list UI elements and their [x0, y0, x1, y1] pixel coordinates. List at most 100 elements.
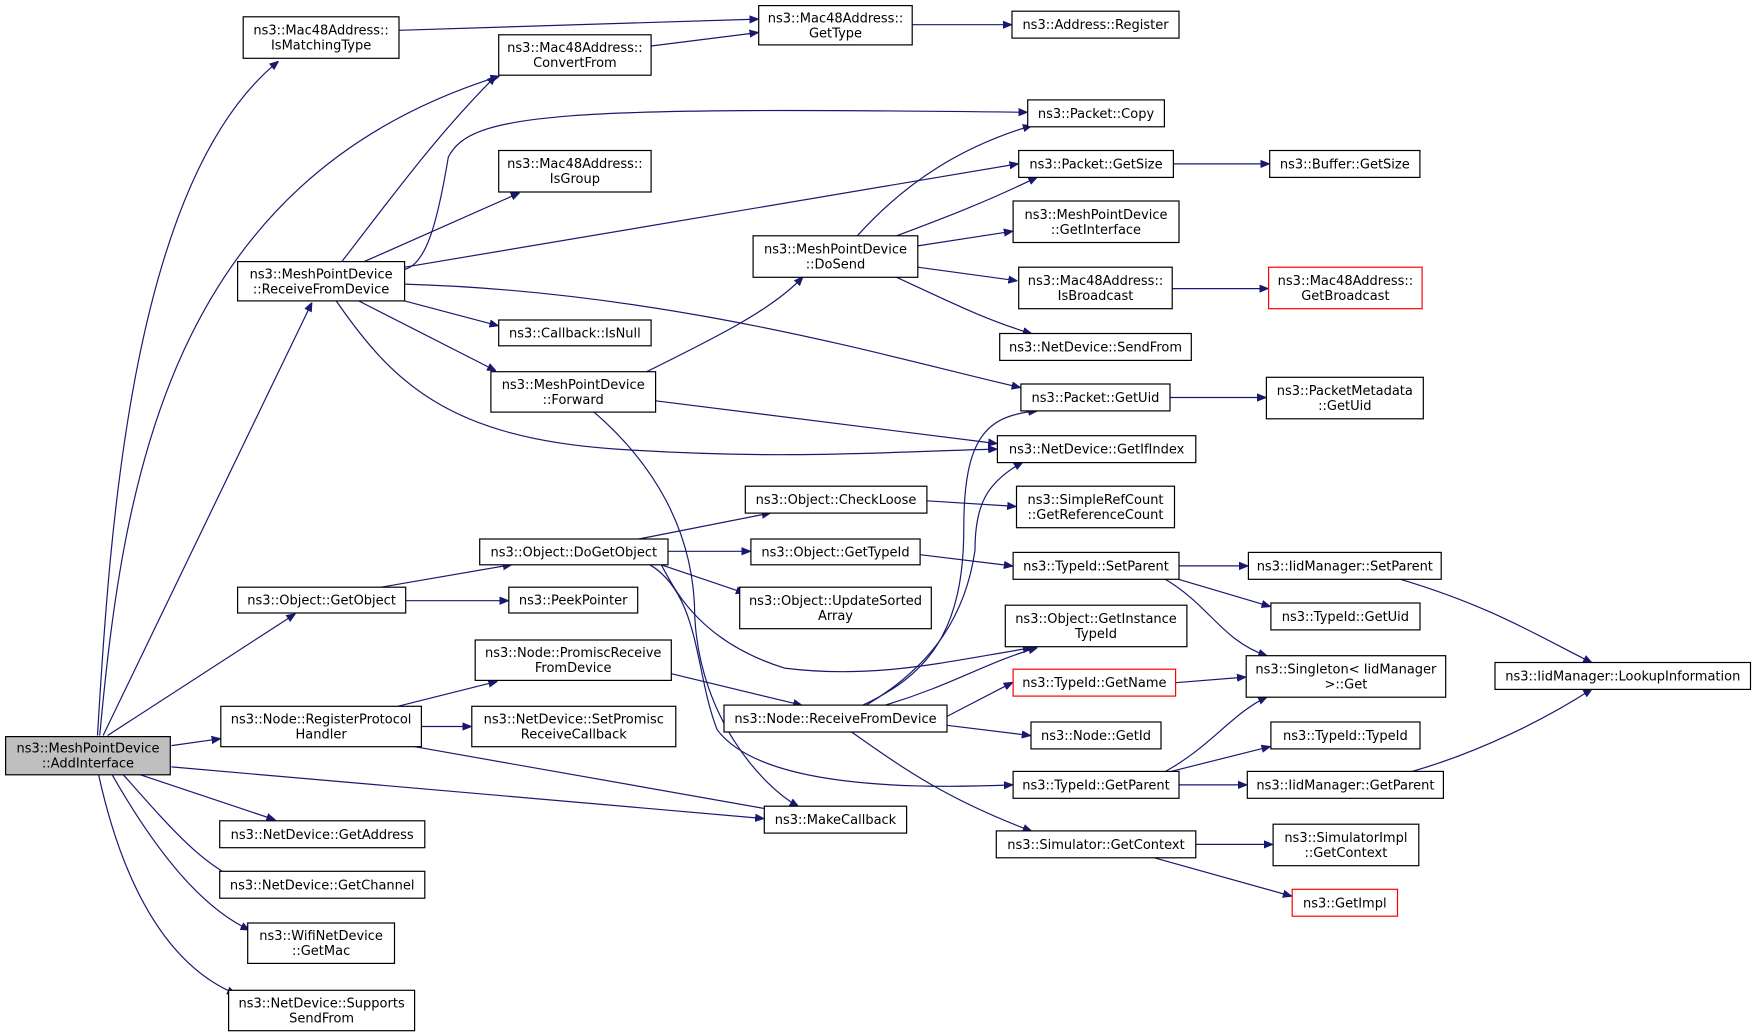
node-label: ns3::MeshPointDevice: [1024, 208, 1167, 223]
edge-nodeReceive-to-simGetContext: [851, 731, 1031, 831]
node-box: [1247, 551, 1442, 580]
node-box: [1012, 668, 1177, 697]
edge-registerProtocol-to-makeCallback: [414, 746, 796, 814]
node-receiveFromDevice[interactable]: ns3::MeshPointDevice::ReceiveFromDevice: [237, 261, 406, 302]
node-typeIdCtor[interactable]: ns3::TypeId::TypeId: [1270, 721, 1421, 750]
node-box: [758, 4, 913, 46]
node-label: Handler: [296, 728, 348, 743]
node-box: [1269, 149, 1421, 178]
edge-promiscReceive-to-nodeReceive: [671, 673, 801, 705]
node-makeCallback[interactable]: ns3::MakeCallback: [763, 805, 908, 834]
node-label: ns3::Mac48Address::: [768, 11, 903, 26]
node-bufferGetSize[interactable]: ns3::Buffer::GetSize: [1269, 149, 1421, 178]
node-getType[interactable]: ns3::Mac48Address::GetType: [758, 4, 913, 46]
node-nodeGetId[interactable]: ns3::Node::GetId: [1030, 721, 1162, 750]
node-root[interactable]: ns3::MeshPointDevice::AddInterface: [4, 735, 171, 776]
node-peekPointer[interactable]: ns3::PeekPointer: [508, 586, 639, 614]
node-simGetContext[interactable]: ns3::Simulator::GetContext: [995, 830, 1197, 859]
node-forward[interactable]: ns3::MeshPointDevice::Forward: [490, 371, 657, 413]
node-nodeReceive[interactable]: ns3::Node::ReceiveFromDevice: [723, 704, 948, 733]
node-getObject[interactable]: ns3::Object::GetObject: [237, 586, 407, 614]
node-box: [1012, 551, 1180, 580]
node-getImpl[interactable]: ns3::GetImpl: [1291, 888, 1399, 917]
edge-simGetContext-to-getImpl: [1154, 857, 1291, 896]
node-singletonGet[interactable]: ns3::Singleton< IidManager>::Get: [1245, 655, 1447, 698]
edge-doSend-to-packetGetSize: [896, 177, 1037, 237]
node-box: [1494, 661, 1752, 690]
edge-root-to-receiveFromDevice: [102, 303, 312, 736]
node-label: ns3::GetImpl: [1303, 896, 1387, 911]
node-getRefCount[interactable]: ns3::SimpleRefCount::GetReferenceCount: [1015, 485, 1176, 529]
node-typeIdGetUid[interactable]: ns3::TypeId::GetUid: [1270, 602, 1421, 631]
node-callbackIsNull[interactable]: ns3::Callback::IsNull: [498, 319, 652, 347]
node-simImplGetContext[interactable]: ns3::SimulatorImpl::GetContext: [1272, 823, 1420, 867]
node-isBroadcast[interactable]: ns3::Mac48Address::IsBroadcast: [1018, 266, 1173, 310]
node-getAddress[interactable]: ns3::NetDevice::GetAddress: [219, 820, 426, 849]
node-addrRegister[interactable]: ns3::Address::Register: [1011, 10, 1180, 39]
edge-nodeReceive-to-getInstanceTypeId: [885, 648, 1036, 706]
node-typeIdSetParent[interactable]: ns3::TypeId::SetParent: [1012, 551, 1180, 580]
node-label: ReceiveCallback: [521, 728, 628, 743]
edge-receiveFromDevice-to-isGroup: [363, 193, 519, 263]
node-checkLoose[interactable]: ns3::Object::CheckLoose: [744, 485, 928, 514]
node-packetGetUid[interactable]: ns3::Packet::GetUid: [1020, 383, 1171, 412]
node-box: [739, 586, 932, 630]
edge-doSend-to-isBroadcast: [917, 266, 1017, 281]
edge-typeIdGetName-to-singletonGet: [1175, 677, 1246, 684]
node-mpdGetInterface[interactable]: ns3::MeshPointDevice::GetInterface: [1012, 200, 1180, 244]
edge-typeIdSetParent-to-typeIdGetUid: [1178, 578, 1270, 606]
node-label: ns3::NetDevice::SendFrom: [1009, 341, 1182, 356]
node-label: ns3::SimulatorImpl: [1284, 831, 1407, 846]
node-box: [498, 319, 652, 347]
node-getBroadcast[interactable]: ns3::Mac48Address::GetBroadcast: [1267, 266, 1423, 310]
node-metaGetUid[interactable]: ns3::PacketMetadata::GetUid: [1265, 376, 1424, 420]
node-lookupInfo[interactable]: ns3::IidManager::LookupInformation: [1494, 661, 1752, 690]
edge-checkLoose-to-getRefCount: [926, 500, 1016, 507]
node-getChannel[interactable]: ns3::NetDevice::GetChannel: [219, 870, 426, 899]
node-packetCopy[interactable]: ns3::Packet::Copy: [1027, 99, 1165, 128]
node-sendFrom[interactable]: ns3::NetDevice::SendFrom: [999, 332, 1192, 361]
edge-root-to-registerProtocol: [171, 739, 220, 747]
node-label: ::GetInterface: [1051, 223, 1141, 238]
node-packetGetSize[interactable]: ns3::Packet::GetSize: [1018, 149, 1175, 178]
node-box: [999, 332, 1192, 361]
node-wifiGetMac[interactable]: ns3::WifiNetDevice::GetMac: [247, 922, 396, 965]
edge-forward-to-getIfIndex: [655, 400, 997, 444]
node-box: [242, 16, 400, 59]
node-isMatchingType[interactable]: ns3::Mac48Address::IsMatchingType: [242, 16, 400, 59]
node-box: [763, 805, 908, 834]
node-label: ns3::Node::GetId: [1041, 729, 1151, 744]
edge-nodeReceive-to-typeIdGetName: [946, 683, 1012, 717]
node-box: [498, 149, 652, 193]
node-label: ns3::Node::ReceiveFromDevice: [734, 712, 936, 727]
node-getIfIndex[interactable]: ns3::NetDevice::GetIfIndex: [996, 435, 1197, 464]
node-label: ConvertFrom: [533, 56, 617, 71]
node-label: ::GetReferenceCount: [1028, 508, 1164, 523]
node-typeIdGetParent[interactable]: ns3::TypeId::GetParent: [1012, 770, 1180, 799]
node-doGetObject[interactable]: ns3::Object::DoGetObject: [479, 538, 669, 566]
edge-iidGetParent-to-lookupInfo: [1411, 689, 1591, 772]
node-objGetTypeId[interactable]: ns3::Object::GetTypeId: [750, 538, 921, 566]
node-convertFrom[interactable]: ns3::Mac48Address::ConvertFrom: [498, 34, 652, 76]
node-box: [1018, 149, 1175, 178]
node-isGroup[interactable]: ns3::Mac48Address::IsGroup: [498, 149, 652, 193]
node-label: ::AddInterface: [42, 757, 134, 772]
node-setPromiscCb[interactable]: ns3::NetDevice::SetPromiscReceiveCallbac…: [471, 705, 677, 748]
node-label: ns3::Mac48Address::: [507, 157, 642, 172]
node-typeIdGetName[interactable]: ns3::TypeId::GetName: [1012, 668, 1177, 697]
edge-receiveFromDevice-to-packetGetUid: [404, 283, 1020, 387]
node-box: [471, 705, 677, 748]
node-iidGetParent[interactable]: ns3::IidManager::GetParent: [1246, 770, 1445, 799]
node-doSend[interactable]: ns3::MeshPointDevice::DoSend: [752, 235, 919, 278]
node-iidSetParent[interactable]: ns3::IidManager::SetParent: [1247, 551, 1442, 580]
node-label: ns3::MeshPointDevice: [16, 742, 159, 757]
node-box: [1012, 770, 1180, 799]
node-label: ns3::MeshPointDevice: [502, 378, 645, 393]
edge-receiveFromDevice-to-packetCopy: [404, 111, 1027, 271]
node-box: [752, 235, 919, 278]
